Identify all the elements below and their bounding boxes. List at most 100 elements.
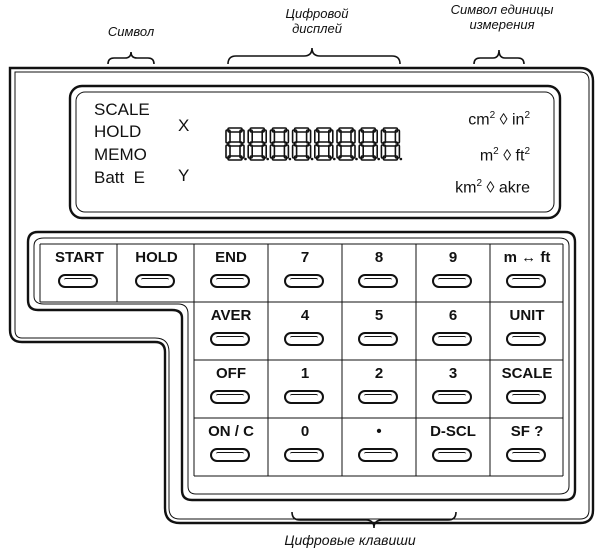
key-button[interactable] <box>284 274 324 288</box>
key-d-scl[interactable]: D-SCL <box>418 418 488 476</box>
key-button[interactable] <box>210 332 250 346</box>
key-button[interactable] <box>135 274 175 288</box>
key-0[interactable]: 0 <box>270 418 340 476</box>
digit-segment <box>269 129 276 144</box>
digit-segment <box>382 141 399 147</box>
key-button[interactable] <box>358 274 398 288</box>
digit-segment <box>305 129 312 144</box>
key-button[interactable] <box>506 274 546 288</box>
key-label: 4 <box>300 307 310 324</box>
digit-segment <box>336 129 342 144</box>
key-button[interactable] <box>210 274 250 288</box>
key-label: HOLD <box>135 249 178 266</box>
key-button[interactable] <box>210 448 250 462</box>
key-button[interactable] <box>432 390 472 404</box>
key-label: AVER <box>210 307 252 324</box>
digit-segment <box>313 144 320 159</box>
digit-segment <box>327 144 334 159</box>
key-button[interactable] <box>506 448 546 462</box>
key-dot[interactable]: • <box>344 418 414 476</box>
key-start[interactable]: START <box>42 244 117 302</box>
digit-segment <box>338 141 354 147</box>
status-hold: HOLD <box>94 122 142 141</box>
digit-segment <box>394 129 401 144</box>
status-symbols: SCALE HOLD MEMO Batt E <box>94 100 150 188</box>
key-2[interactable]: 2 <box>344 360 414 418</box>
key-m-ft[interactable]: m ↔ ft <box>492 244 562 302</box>
key-6[interactable]: 6 <box>418 302 488 360</box>
key-sf[interactable]: SF ? <box>492 418 562 476</box>
key-button[interactable] <box>358 448 398 462</box>
key-off[interactable]: OFF <box>196 360 266 418</box>
digit-segment <box>261 129 268 144</box>
key-button[interactable] <box>284 390 324 404</box>
key-label: 6 <box>448 307 458 324</box>
key-button[interactable] <box>284 448 324 462</box>
key-9[interactable]: 9 <box>418 244 488 302</box>
digit-segment <box>239 129 245 144</box>
key-label: • <box>376 423 382 440</box>
symbol-bracket <box>107 51 155 65</box>
digit-segment <box>225 129 231 144</box>
digit-segment <box>358 129 365 144</box>
key-button[interactable] <box>432 448 472 462</box>
digit-segment <box>283 144 290 159</box>
unit-bracket <box>473 49 525 65</box>
key-button[interactable] <box>432 274 472 288</box>
digit-segment <box>380 144 387 159</box>
decimal-point <box>399 157 403 161</box>
key-label: 1 <box>300 365 310 382</box>
digit-segment <box>305 144 312 159</box>
key-button[interactable] <box>210 390 250 404</box>
key-8[interactable]: 8 <box>344 244 414 302</box>
digit-segment <box>315 141 332 147</box>
x-indicator: X <box>178 116 190 135</box>
key-button[interactable] <box>506 390 546 404</box>
decimal-point <box>333 157 336 161</box>
digit-segment <box>350 144 356 159</box>
decimal-point <box>266 157 270 161</box>
key-5[interactable]: 5 <box>344 302 414 360</box>
key-button[interactable] <box>358 390 398 404</box>
key-hold[interactable]: HOLD <box>119 244 194 302</box>
key-unit[interactable]: UNIT <box>492 302 562 360</box>
key-label: SCALE <box>501 365 553 382</box>
digit-segment <box>350 129 356 144</box>
digit-segment <box>394 144 401 159</box>
keys-bracket <box>291 511 457 529</box>
key-end[interactable]: END <box>196 244 266 302</box>
unit-symbol-annotation: Символ единицы измерения <box>450 2 554 32</box>
digit-segment <box>313 129 320 144</box>
key-aver[interactable]: AVER <box>196 302 266 360</box>
unit-row-km-akre: km2 ◊ akre <box>455 178 530 197</box>
digit-segment <box>372 129 379 144</box>
status-batt: Batt E <box>94 168 146 187</box>
digit-segment <box>293 141 310 147</box>
key-label: 2 <box>374 365 384 382</box>
key-button[interactable] <box>432 332 472 346</box>
unit-row-m-ft: m2 ◊ ft2 <box>479 146 530 165</box>
key-1[interactable]: 1 <box>270 360 340 418</box>
digital-display-digits <box>225 127 403 161</box>
key-label: END <box>215 249 247 266</box>
key-4[interactable]: 4 <box>270 302 340 360</box>
key-label: OFF <box>216 365 246 382</box>
key-3[interactable]: 3 <box>418 360 488 418</box>
digit-segment <box>269 144 276 159</box>
display-bracket <box>227 47 401 65</box>
key-scale[interactable]: SCALE <box>492 360 562 418</box>
decimal-point <box>355 157 358 161</box>
unit-symbols: cm2 ◊ in2 m2 ◊ ft2 km2 ◊ akre <box>420 110 530 210</box>
key-button[interactable] <box>284 332 324 346</box>
key-label: START <box>55 249 104 266</box>
key-7[interactable]: 7 <box>270 244 340 302</box>
symbol-annotation: Символ <box>107 24 155 39</box>
key-button[interactable] <box>506 332 546 346</box>
key-button[interactable] <box>358 332 398 346</box>
key-button[interactable] <box>58 274 98 288</box>
decimal-point <box>310 157 314 161</box>
key-on-c[interactable]: ON / C <box>196 418 266 476</box>
digit-keys-annotation: Цифровые клавиши <box>284 532 416 548</box>
y-indicator: Y <box>178 166 190 185</box>
